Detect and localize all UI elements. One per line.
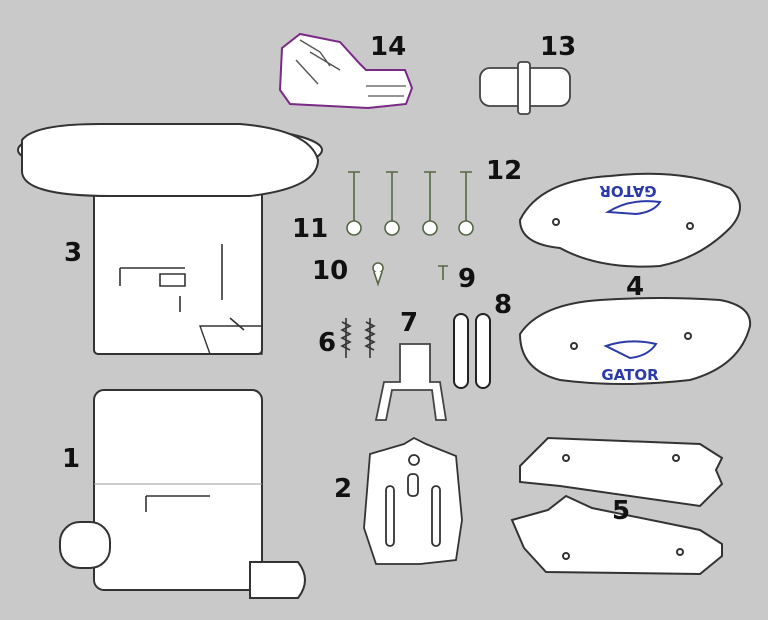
part-8-straps <box>453 313 491 389</box>
part-10-pin <box>372 262 384 287</box>
part-number-4: 4 <box>626 272 645 302</box>
part-3-upper-body <box>17 123 323 355</box>
part-2-plate <box>363 436 463 565</box>
part-7-bracket <box>374 343 448 421</box>
part-number-7: 7 <box>400 308 419 338</box>
part-number-6: 6 <box>318 328 337 358</box>
part-number-3: 3 <box>64 238 83 268</box>
part-5-runners <box>510 436 724 576</box>
part-9-pin <box>438 265 448 280</box>
gator-logo-lower <box>603 340 658 360</box>
part-number-14: 14 <box>370 32 407 62</box>
part-number-13: 13 <box>540 32 577 62</box>
part-1-lower-body <box>59 389 306 599</box>
part-11-washers <box>346 220 474 236</box>
part-number-2: 2 <box>334 474 353 504</box>
part-12-screws <box>348 171 472 222</box>
part-13-coupler <box>479 61 571 115</box>
part-6-springs <box>340 318 376 358</box>
part-number-10: 10 <box>312 256 349 286</box>
part-14-housing <box>278 32 414 110</box>
gator-logo-upper <box>604 200 662 216</box>
part-number-11: 11 <box>292 214 329 244</box>
part-number-8: 8 <box>494 290 513 320</box>
gator-text-lower: GATOR <box>601 366 659 384</box>
part-number-12: 12 <box>486 156 523 186</box>
part-number-1: 1 <box>62 444 81 474</box>
gator-text-upper: GATOR <box>599 182 657 200</box>
part-number-9: 9 <box>458 264 477 294</box>
part-number-5: 5 <box>612 496 631 526</box>
